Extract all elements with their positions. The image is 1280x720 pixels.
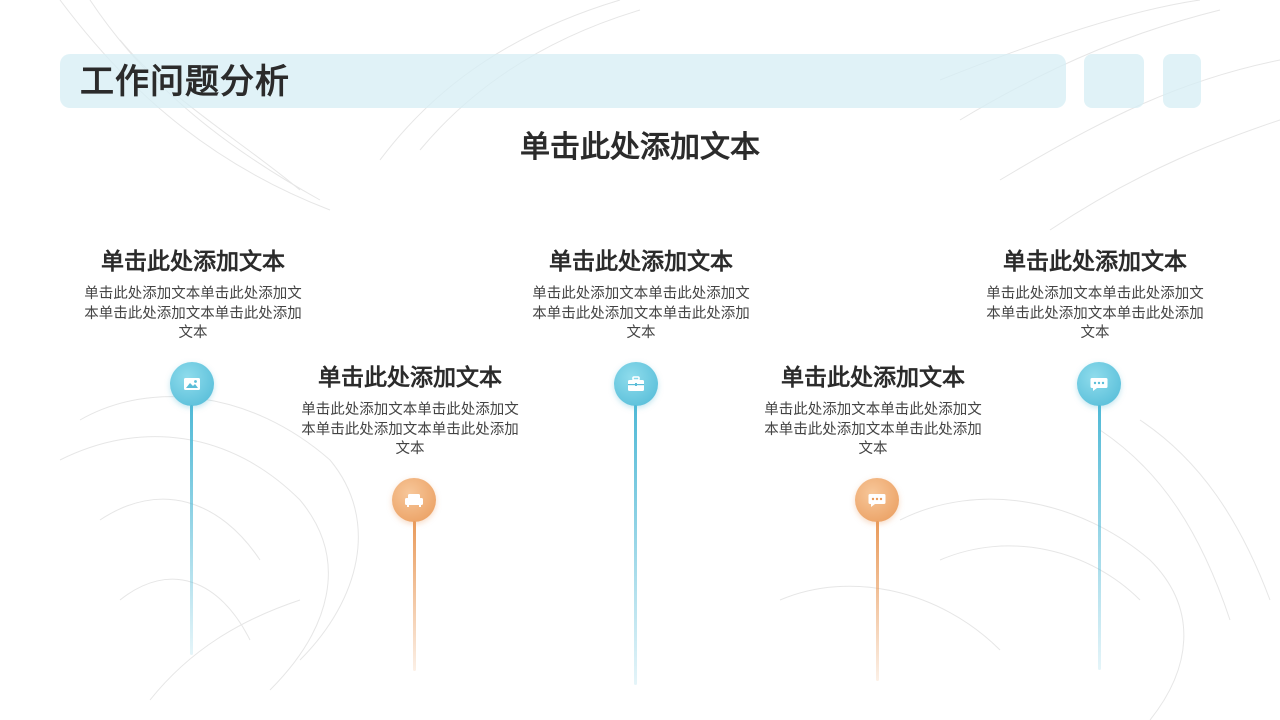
title-bar-square-decoration <box>1084 54 1144 108</box>
timeline-item: 单击此处添加文本 单击此处添加文本单击此处添加文本单击此处添加文本单击此处添加文… <box>526 245 756 344</box>
item-heading[interactable]: 单击此处添加文本 <box>1003 249 1187 275</box>
page-subtitle: 单击此处添加文本 <box>520 130 760 165</box>
item-heading[interactable]: 单击此处添加文本 <box>781 365 965 391</box>
item-body[interactable]: 单击此处添加文本单击此处添加文本单击此处添加文本单击此处添加文本 <box>764 402 982 457</box>
title-bar <box>60 54 1066 108</box>
item-body[interactable]: 单击此处添加文本单击此处添加文本单击此处添加文本单击此处添加文本 <box>532 286 750 341</box>
timeline-pin <box>1077 362 1121 406</box>
timeline-stem <box>1098 405 1101 670</box>
timeline-stem <box>190 405 193 655</box>
briefcase-icon <box>628 376 644 391</box>
timeline-pin <box>392 478 436 522</box>
title-bar-square-decoration <box>1163 54 1201 108</box>
chat-bubble-icon <box>868 494 886 507</box>
chat-bubble-icon <box>1090 378 1108 391</box>
timeline-stem <box>634 405 637 685</box>
timeline-item: 单击此处添加文本 单击此处添加文本单击此处添加文本单击此处添加文本单击此处添加文… <box>758 361 988 460</box>
timeline-item: 单击此处添加文本 单击此处添加文本单击此处添加文本单击此处添加文本单击此处添加文… <box>295 361 525 460</box>
item-heading[interactable]: 单击此处添加文本 <box>101 249 285 275</box>
timeline-stem <box>876 521 879 681</box>
item-heading[interactable]: 单击此处添加文本 <box>318 365 502 391</box>
item-body[interactable]: 单击此处添加文本单击此处添加文本单击此处添加文本单击此处添加文本 <box>84 286 302 341</box>
timeline-pin <box>614 362 658 406</box>
timeline-pin <box>170 362 214 406</box>
item-heading[interactable]: 单击此处添加文本 <box>549 249 733 275</box>
timeline-item: 单击此处添加文本 单击此处添加文本单击此处添加文本单击此处添加文本单击此处添加文… <box>78 245 308 344</box>
timeline-stem <box>413 521 416 671</box>
page-title: 工作问题分析 <box>80 62 290 102</box>
item-body[interactable]: 单击此处添加文本单击此处添加文本单击此处添加文本单击此处添加文本 <box>301 402 519 457</box>
timeline-pin <box>855 478 899 522</box>
sofa-icon <box>405 494 423 507</box>
timeline-item: 单击此处添加文本 单击此处添加文本单击此处添加文本单击此处添加文本单击此处添加文… <box>980 245 1210 344</box>
item-body[interactable]: 单击此处添加文本单击此处添加文本单击此处添加文本单击此处添加文本 <box>986 286 1204 341</box>
image-icon <box>184 378 200 390</box>
